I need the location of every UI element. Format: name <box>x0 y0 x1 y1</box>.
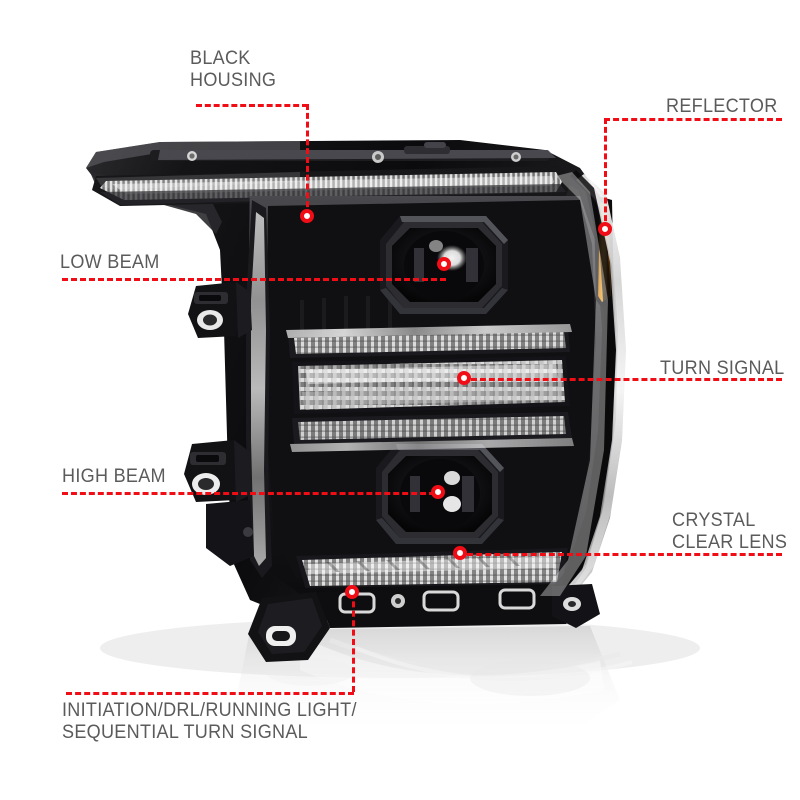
leader-reflector-v <box>604 118 607 230</box>
leader-high-beam <box>62 492 444 495</box>
dot-reflector <box>598 222 612 236</box>
dot-initiation-drl <box>345 585 359 599</box>
outer-lens-edge <box>548 170 626 604</box>
callout-label-reflector: REFLECTOR <box>666 96 778 117</box>
top-rail-fasteners <box>187 142 521 163</box>
leader-turn-signal <box>462 378 782 381</box>
leader-initiation-drl-h <box>66 692 354 695</box>
mounting-tabs <box>184 282 254 566</box>
callout-label-low-beam: LOW BEAM <box>60 252 160 273</box>
callout-label-crystal-clear-lens: CRYSTAL CLEAR LENS <box>672 510 788 553</box>
leader-initiation-drl-v <box>352 592 355 692</box>
leader-reflector-h <box>604 118 782 121</box>
dot-low-beam <box>437 257 451 271</box>
leader-black-housing-h <box>196 104 308 107</box>
leader-black-housing-v <box>306 104 309 216</box>
leader-crystal-clear-lens <box>458 553 782 556</box>
dot-turn-signal <box>457 371 471 385</box>
dot-high-beam <box>431 485 445 499</box>
lower-drl-light-bar <box>296 548 568 598</box>
callout-label-black-housing: BLACK HOUSING <box>190 48 277 91</box>
dot-black-housing <box>300 209 314 223</box>
leader-low-beam <box>62 278 446 281</box>
center-turn-signal-bar <box>286 324 574 452</box>
dot-crystal-clear-lens <box>453 546 467 560</box>
callout-label-initiation-drl: INITIATION/DRL/RUNNING LIGHT/ SEQUENTIAL… <box>62 700 357 743</box>
callout-label-turn-signal: TURN SIGNAL <box>660 358 785 379</box>
lens-sheen <box>96 172 608 596</box>
inner-chrome-column <box>246 200 272 578</box>
callout-label-high-beam: HIGH BEAM <box>62 466 166 487</box>
